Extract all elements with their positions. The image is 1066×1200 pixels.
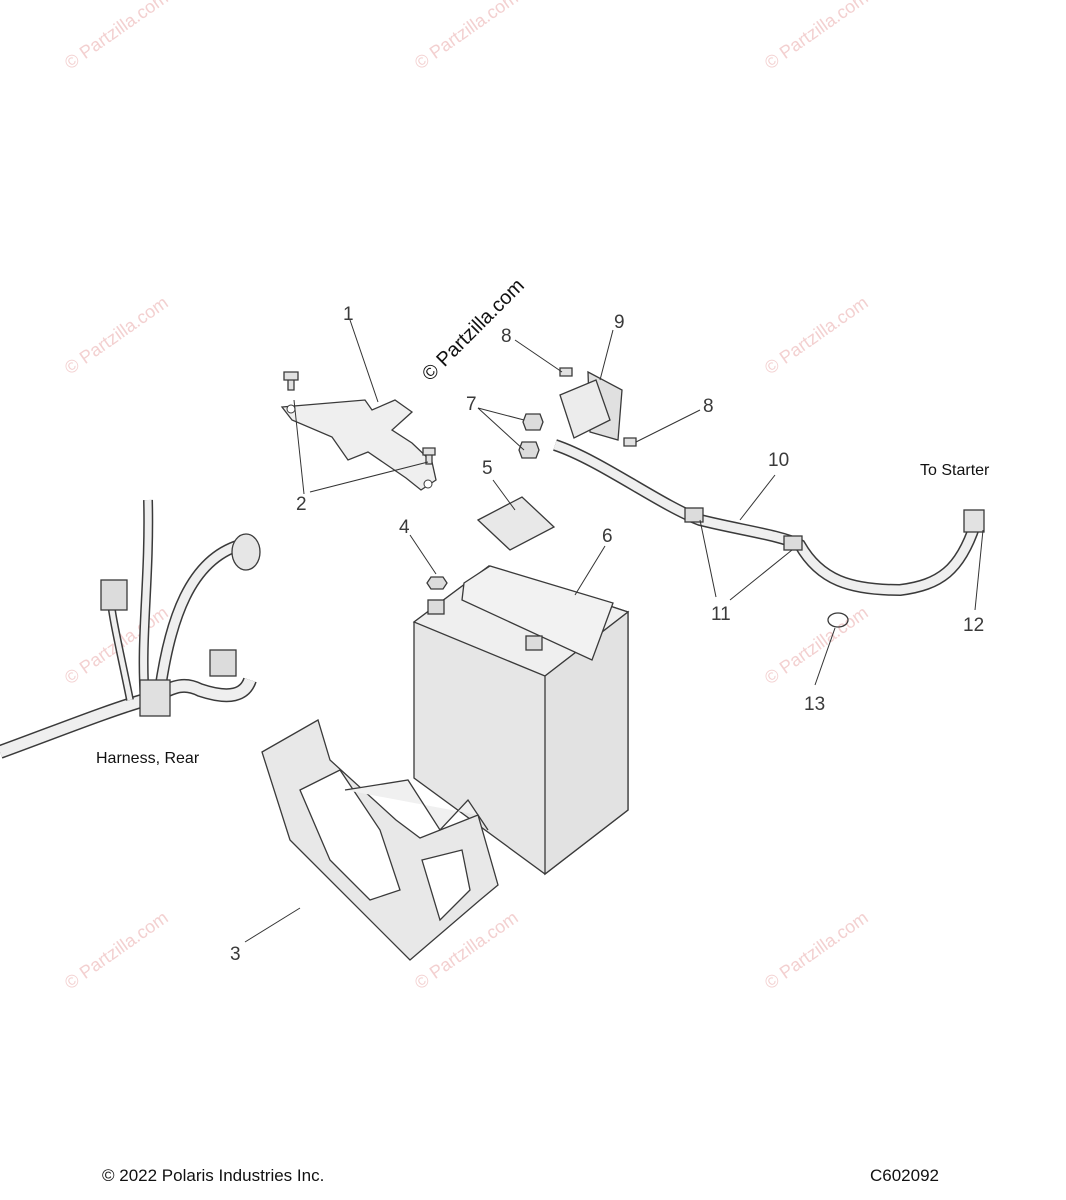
- watermark-tile: © Partzilla.com: [761, 0, 872, 73]
- callout-8-lower: 8: [703, 396, 714, 417]
- callout-9: 9: [614, 312, 625, 333]
- battery-pad-part: [476, 496, 556, 551]
- harness-label: Harness, Rear: [96, 750, 200, 767]
- callout-11: 11: [711, 604, 731, 625]
- watermark-tile: © Partzilla.com: [761, 602, 872, 688]
- callout-2: 2: [296, 494, 307, 515]
- battery-nut-part: [426, 576, 448, 590]
- cable-clamp-part: [827, 612, 849, 628]
- callout-1: 1: [343, 304, 354, 325]
- starter-label: To Starter: [920, 462, 990, 479]
- copyright-text: © 2022 Polaris Industries Inc.: [102, 1166, 325, 1185]
- callout-numbers: 1 2 3 4 5 6 7 8 8 9 10 11 12 13: [230, 304, 984, 965]
- callout-7: 7: [466, 394, 477, 415]
- callout-8-upper: 8: [501, 326, 512, 347]
- callout-10: 10: [768, 450, 789, 471]
- watermark-tile: © Partzilla.com: [61, 907, 172, 993]
- solenoid-part: [518, 367, 637, 459]
- callout-5: 5: [482, 458, 493, 479]
- leader-lines: [244, 319, 984, 943]
- watermark-tile: © Partzilla.com: [61, 292, 172, 378]
- callout-13: 13: [804, 694, 825, 715]
- battery-part: [412, 565, 630, 876]
- diagram-code: C602092: [870, 1166, 940, 1185]
- watermark-main: © Partzilla.com: [418, 275, 529, 386]
- battery-cable-part: [553, 439, 985, 597]
- watermark-tile: © Partzilla.com: [61, 0, 172, 73]
- bracket-part: [280, 371, 437, 491]
- watermark-tile: © Partzilla.com: [761, 292, 872, 378]
- watermark-tile: © Partzilla.com: [761, 907, 872, 993]
- callout-12: 12: [963, 615, 984, 636]
- battery-tray-part: [261, 719, 499, 961]
- callout-3: 3: [230, 944, 241, 965]
- watermark-tile: © Partzilla.com: [411, 0, 522, 73]
- callout-4: 4: [399, 517, 410, 538]
- rear-harness: [0, 499, 261, 759]
- callout-6: 6: [602, 526, 613, 547]
